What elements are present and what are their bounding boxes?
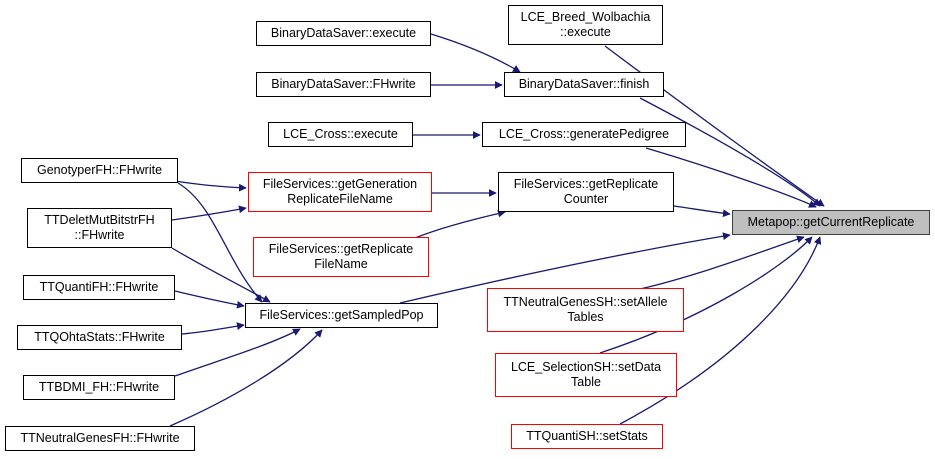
node-fileservices-getsampledpop[interactable]: FileServices::getSampledPop bbox=[245, 303, 438, 328]
edge-fs-repcounter-to-root bbox=[673, 205, 731, 218]
edge-lce-breed-to-root bbox=[604, 45, 825, 207]
node-lce-selectionsh-setdatatable[interactable]: LCE_SelectionSH::setData Table bbox=[495, 353, 677, 397]
node-ttdeletmutbitstrfh-fhwrite[interactable]: TTDeletMutBitstrFH ::FHwrite bbox=[27, 208, 172, 248]
node-fileservices-getreplicatecounter[interactable]: FileServices::getReplicate Counter bbox=[498, 172, 674, 212]
node-label-line: LCE_Breed_Wolbachia bbox=[520, 10, 651, 24]
node-ttneutralgenessh-setalleletables[interactable]: TTNeutralGenesSH::setAllele Tables bbox=[487, 288, 684, 332]
edge-ttquantifh-to-sampledpop bbox=[174, 290, 245, 309]
node-label-line: FileServices::getSampledPop bbox=[259, 308, 424, 322]
node-label-line: Metapop::getCurrentReplicate bbox=[747, 215, 915, 229]
node-lce-breed-wolbachia-execute[interactable]: LCE_Breed_Wolbachia ::execute bbox=[508, 5, 663, 45]
node-label-line: TTNeutralGenesSH::setAllele bbox=[503, 295, 668, 309]
edge-ttqohta-to-sampledpop bbox=[181, 322, 245, 335]
node-label-line: FileServices::getReplicate bbox=[513, 177, 659, 191]
node-lce-cross-generatepedigree[interactable]: LCE_Cross::generatePedigree bbox=[482, 122, 686, 147]
edge-fs-getrepfile-to-counter bbox=[414, 209, 506, 239]
node-label-line: TTNeutralGenesFH::FHwrite bbox=[20, 431, 180, 445]
node-label-line: FileServices::getReplicate bbox=[268, 242, 414, 256]
node-label-line: BinaryDataSaver::FHwrite bbox=[271, 77, 416, 91]
edge-ttneutralfh-to-sampledpop bbox=[169, 329, 323, 427]
edge-genotyper-to-sampledpop bbox=[177, 182, 263, 303]
edge-ttbdmi-to-sampledpop bbox=[174, 328, 301, 377]
node-fileservices-getgenerationreplicatefilename[interactable]: FileServices::getGeneration ReplicateFil… bbox=[248, 172, 432, 212]
node-label-line: Table bbox=[571, 375, 601, 389]
node-genotyperfh-fhwrite[interactable]: GenotyperFH::FHwrite bbox=[21, 158, 178, 183]
node-label-line: BinaryDataSaver::finish bbox=[518, 77, 650, 91]
node-label-line: ::execute bbox=[560, 25, 611, 39]
node-label-line: Counter bbox=[563, 192, 609, 206]
node-ttquantish-setstats[interactable]: TTQuantiSH::setStats bbox=[511, 424, 663, 449]
node-binarydatasaver-fhwrite[interactable]: BinaryDataSaver::FHwrite bbox=[256, 72, 431, 97]
edge-lce-cross-gen-to-root bbox=[645, 147, 817, 208]
edge-bds-finish-to-root bbox=[639, 97, 821, 207]
node-ttquantifh-fhwrite[interactable]: TTQuantiFH::FHwrite bbox=[23, 275, 175, 300]
node-label-line: TTQuantiFH::FHwrite bbox=[39, 280, 159, 294]
node-lce-cross-execute[interactable]: LCE_Cross::execute bbox=[268, 122, 413, 147]
node-label-line: FileName bbox=[314, 257, 368, 271]
node-label-line: LCE_Cross::execute bbox=[283, 127, 398, 141]
node-metapop-getcurrentreplicate: Metapop::getCurrentReplicate bbox=[732, 210, 930, 235]
edge-fs-sampledpop-to-root bbox=[399, 232, 731, 304]
edge-ttdelet-to-getgen bbox=[171, 205, 247, 221]
node-label-line: TTDeletMutBitstrFH bbox=[44, 213, 155, 227]
edge-ttquantish-to-root bbox=[619, 236, 822, 425]
edge-genotyper-to-getgen bbox=[174, 180, 247, 192]
node-binarydatasaver-finish[interactable]: BinaryDataSaver::finish bbox=[504, 72, 664, 97]
node-label-line: TTQuantiSH::setStats bbox=[526, 429, 648, 443]
node-label-line: Tables bbox=[567, 310, 604, 324]
node-label-line: TTQOhtaStats::FHwrite bbox=[34, 330, 165, 344]
node-label-line: ReplicateFileName bbox=[287, 192, 393, 206]
node-label-line: BinaryDataSaver::execute bbox=[270, 26, 417, 40]
node-label-line: ::FHwrite bbox=[74, 228, 125, 242]
edge-ttdelet-to-sampledpop bbox=[171, 247, 271, 303]
node-label-line: LCE_SelectionSH::setData bbox=[510, 360, 662, 374]
node-fileservices-getreplicatefilename[interactable]: FileServices::getReplicate FileName bbox=[253, 237, 429, 277]
edge-ttneutralsh-to-root bbox=[639, 235, 805, 290]
node-label-line: GenotyperFH::FHwrite bbox=[36, 163, 163, 177]
node-label-line: TTBDMI_FH::FHwrite bbox=[38, 380, 160, 394]
node-binarydatasaver-execute[interactable]: BinaryDataSaver::execute bbox=[256, 21, 431, 46]
node-ttneutralgenesfh-fhwrite[interactable]: TTNeutralGenesFH::FHwrite bbox=[5, 426, 195, 451]
edge-lce-selection-to-root bbox=[599, 236, 813, 354]
node-ttqohtastats-fhwrite[interactable]: TTQOhtaStats::FHwrite bbox=[17, 325, 182, 350]
node-label-line: LCE_Cross::generatePedigree bbox=[498, 127, 670, 141]
node-ttbdmi-fh-fhwrite[interactable]: TTBDMI_FH::FHwrite bbox=[23, 375, 175, 400]
edge-bds-execute-to-finish bbox=[430, 33, 521, 73]
node-label-line: FileServices::getGeneration bbox=[262, 177, 418, 191]
